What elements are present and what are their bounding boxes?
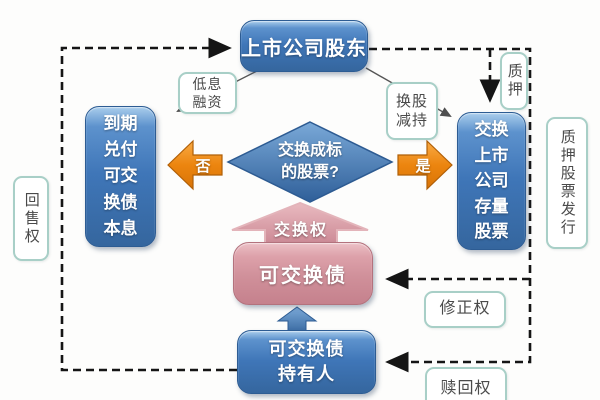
label-text: 赎回权	[440, 379, 492, 397]
yes-branch-text: 是	[415, 157, 431, 175]
label-pledged-stock-issue: 质押股票发行	[546, 117, 588, 249]
label-put-back-right: 回售权	[13, 176, 49, 261]
node-label: 可交换债	[259, 265, 347, 287]
node-exchange-listed-stock: 交换 上市 公司 存量 股票	[457, 112, 526, 250]
node-label: 可交换债 持有人	[268, 338, 345, 384]
node-label: 交换成标 的股票?	[277, 142, 342, 181]
decision-diamond	[226, 121, 394, 203]
label-text: 修正权	[439, 300, 491, 318]
node-listed-company-shareholder: 上市公司股东	[240, 20, 368, 72]
no-branch-text: 否	[195, 157, 211, 175]
no-branch-arrow	[167, 139, 223, 191]
node-exchangeable-bond: 可交换债	[233, 242, 373, 305]
connector-put-back-loop	[60, 37, 237, 372]
label-low-interest-financing: 低息 融资	[178, 72, 237, 114]
yes-branch-arrow	[397, 139, 453, 191]
node-label: 交换 上市 公司 存量 股票	[474, 120, 509, 242]
label-pledge: 质押	[500, 52, 528, 110]
label-text: 质押	[505, 63, 523, 99]
connector-redemption-loop	[369, 47, 532, 373]
exchange-right-text: 交换权	[273, 222, 328, 239]
decision-diamond-text: 交换成标 的股票?	[245, 141, 375, 183]
label-revision-right: 修正权	[424, 291, 506, 328]
node-maturity-payoff: 到期 兑付 可交 换债 本息	[85, 106, 156, 247]
label-text: 换股 减持	[395, 92, 428, 130]
label-text: 质押股票发行	[558, 129, 576, 237]
label-swap-shares-reduction: 换股 减持	[386, 82, 438, 140]
label-redemption-right: 赎回权	[425, 367, 507, 400]
label-text: 低息 融资	[192, 75, 223, 110]
node-bond-holder: 可交换债 持有人	[237, 330, 376, 394]
label-text: 回售权	[22, 191, 40, 246]
node-label: 到期 兑付 可交 换债 本息	[103, 113, 138, 239]
node-label: 上市公司股东	[241, 37, 367, 60]
